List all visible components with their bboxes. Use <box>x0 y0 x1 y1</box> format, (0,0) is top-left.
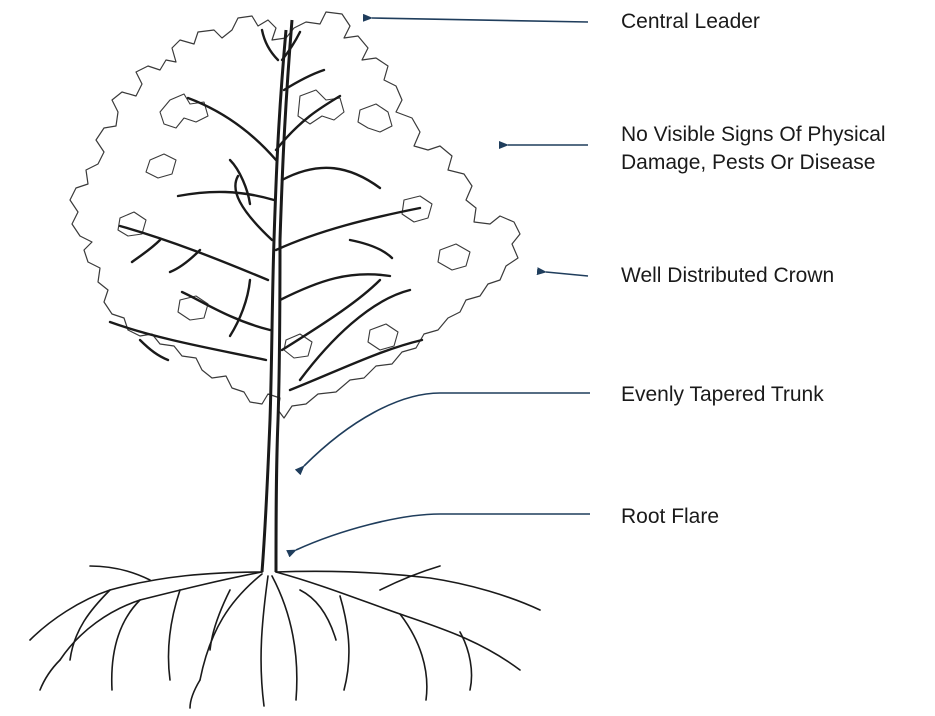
trunk <box>260 29 288 573</box>
branches <box>108 28 424 392</box>
label-central-leader: Central Leader <box>621 10 760 33</box>
label-no-visible-damage: No Visible Signs Of Physical Damage, Pes… <box>621 121 886 177</box>
label-root-flare: Root Flare <box>621 505 720 528</box>
arrow-root-flare <box>286 513 590 558</box>
crown-outline <box>69 11 521 419</box>
trunk-right-edge <box>274 19 294 573</box>
roots <box>29 565 541 709</box>
label-damage-line2: Damage, Pests Or Disease <box>621 151 876 174</box>
arrow-trunk <box>294 392 590 476</box>
arrows <box>286 13 590 558</box>
arrow-crown <box>536 267 589 277</box>
label-damage-line1: No Visible Signs Of Physical <box>621 123 886 146</box>
label-well-distributed-crown: Well Distributed Crown <box>621 264 835 287</box>
label-evenly-tapered-trunk: Evenly Tapered Trunk <box>621 383 824 406</box>
arrow-central-leader <box>362 13 589 23</box>
